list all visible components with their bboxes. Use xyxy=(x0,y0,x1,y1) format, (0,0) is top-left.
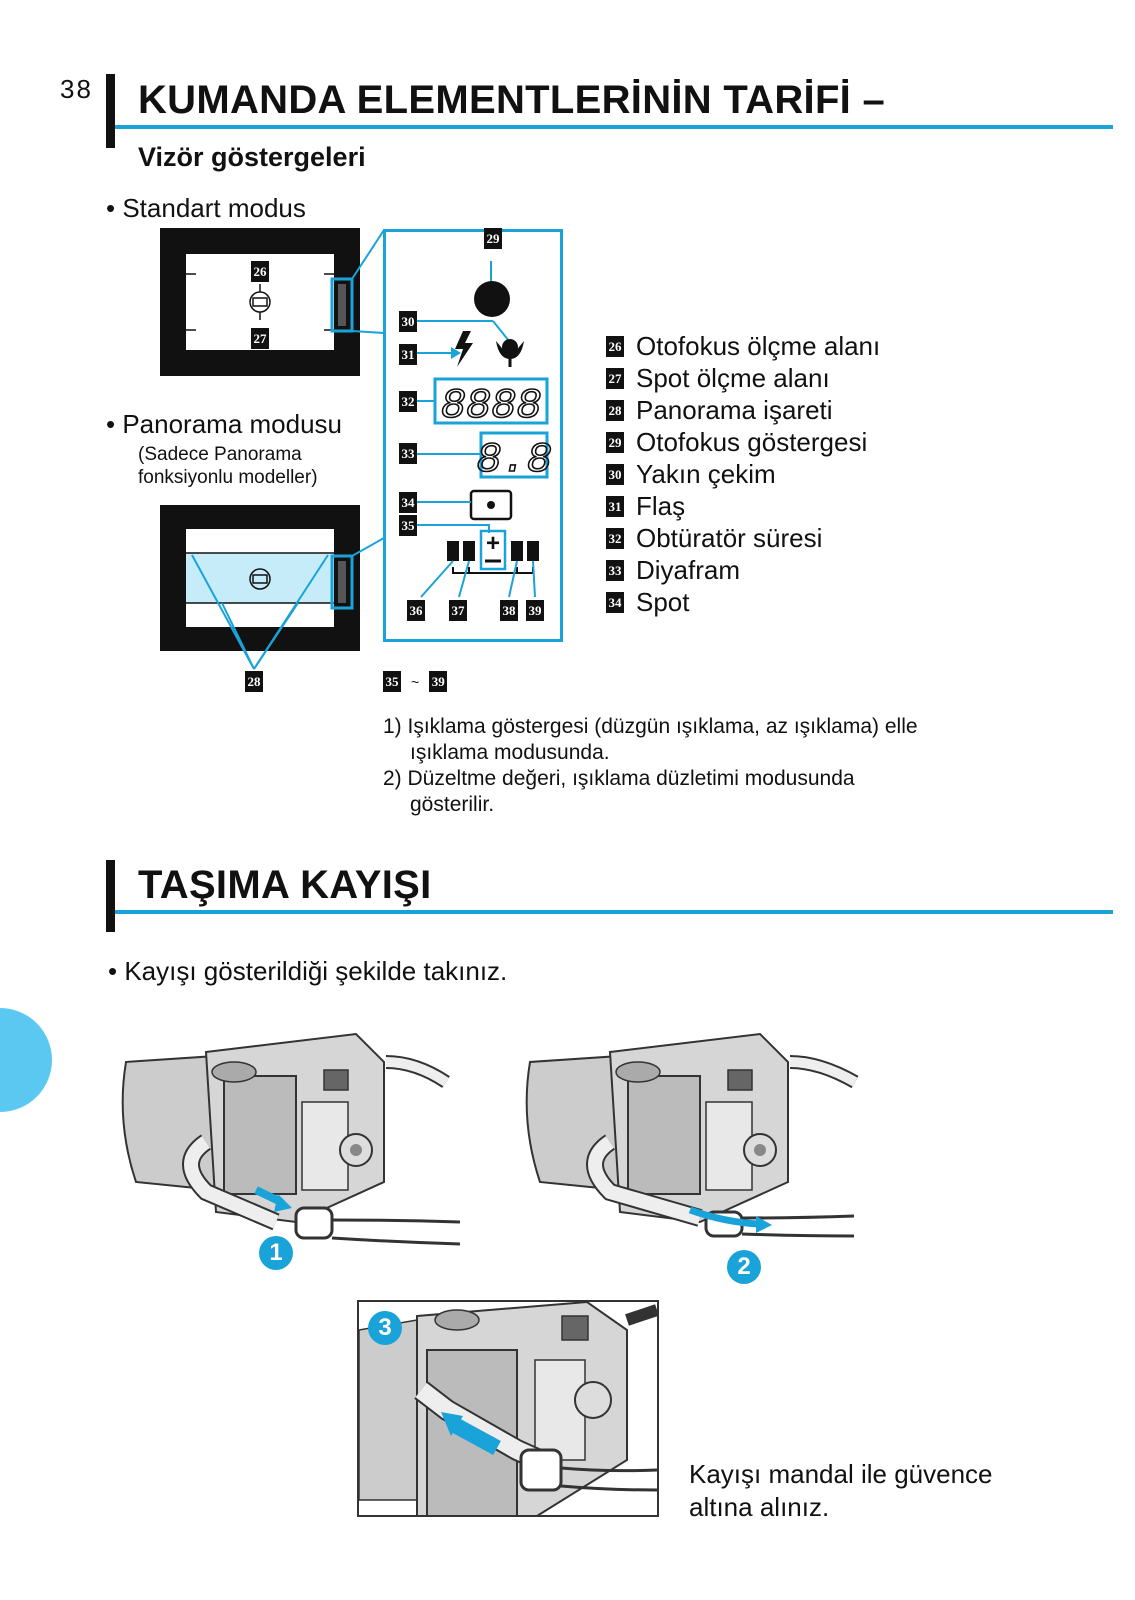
label-35: 35 xyxy=(399,515,417,536)
camera-strap-step1-illustration xyxy=(121,1032,461,1246)
heading-bar xyxy=(106,74,115,148)
panorama-mode-label: • Panorama modusu xyxy=(106,409,343,439)
label-29: 29 xyxy=(484,228,502,249)
label-26: 26 xyxy=(251,261,269,282)
viewfinder-display-panel: 8888 8.8 + xyxy=(383,229,563,642)
label-28: 28 xyxy=(245,671,263,692)
page-number: 38 xyxy=(60,74,93,104)
camera-strap-step3-illustration xyxy=(357,1300,659,1517)
label-31: 31 xyxy=(399,344,417,365)
aperture-digits: 8.8 xyxy=(476,436,552,484)
section-title-1: KUMANDA ELEMENTLERİNİN TARİFİ – xyxy=(138,78,886,122)
macro-flower-icon xyxy=(496,339,524,367)
camera-strap-step2-illustration xyxy=(525,1032,859,1238)
heading-rule xyxy=(115,125,1113,129)
label-38: 38 xyxy=(500,600,518,621)
step-3-marker: 3 xyxy=(368,1311,402,1345)
shutter-speed-digits: 8888 xyxy=(441,382,542,430)
connector-lines xyxy=(351,229,385,557)
label-32: 32 xyxy=(399,391,417,412)
plus-sign: + xyxy=(486,530,500,557)
spot-icon xyxy=(469,489,513,521)
label-30: 30 xyxy=(399,311,417,332)
section-subtitle: Vizör göstergeleri xyxy=(138,142,366,172)
step-2-marker: 2 xyxy=(727,1250,761,1284)
label-27: 27 xyxy=(251,328,269,349)
standard-mode-label: • Standart modus xyxy=(106,193,306,223)
range-label: 35 ~ 39 xyxy=(383,671,448,692)
standard-viewfinder-diagram xyxy=(160,228,360,376)
heading-bar xyxy=(106,860,115,932)
label-36: 36 xyxy=(407,600,425,621)
strap-instruction: • Kayışı gösterildiği şekilde takınız. xyxy=(108,956,508,986)
section-title-2: TAŞIMA KAYIŞI xyxy=(138,863,432,907)
step-1-marker: 1 xyxy=(259,1236,293,1270)
page-side-tab xyxy=(0,1008,52,1112)
label-37: 37 xyxy=(449,600,467,621)
heading-rule xyxy=(115,910,1113,914)
footnotes: 1) Işıklama göstergesi (düzgün ışıklama,… xyxy=(383,715,918,816)
strap-caption: Kayışı mandal ile güvence altına alınız. xyxy=(689,1459,993,1522)
panorama-viewfinder-diagram xyxy=(160,505,360,670)
label-33: 33 xyxy=(399,443,417,464)
label-39: 39 xyxy=(526,600,544,621)
panorama-note: (Sadece Panorama fonksiyonlu modeller) xyxy=(138,444,318,488)
label-34: 34 xyxy=(399,492,417,513)
